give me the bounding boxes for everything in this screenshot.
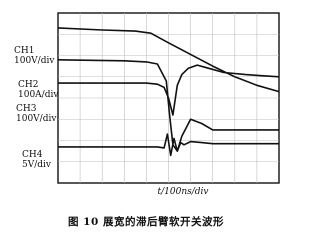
- ch3-label: CH3 100V/div: [16, 104, 56, 124]
- ch3-scale: 100V/div: [16, 114, 57, 124]
- oscilloscope-plot: [57, 12, 280, 184]
- ch1-label: CH1 100V/div: [14, 46, 54, 66]
- trace-ch3: [58, 64, 280, 116]
- ch4-scale: 5V/div: [22, 160, 51, 170]
- traces: [57, 27, 280, 157]
- trace-ch2: [57, 59, 279, 152]
- trace-ch4: [58, 133, 279, 157]
- x-axis-label: t/100ns/div: [157, 187, 209, 197]
- ch4-label: CH4 5V/div: [22, 150, 51, 170]
- ch2-name: CH2: [18, 80, 39, 90]
- ch3-name: CH3: [16, 104, 37, 114]
- ch2-scale: 100A/div: [18, 90, 59, 100]
- ch2-label: CH2 100A/div: [18, 80, 58, 100]
- ch1-name: CH1: [14, 46, 35, 56]
- ch4-name: CH4: [22, 150, 43, 160]
- trace-ch1: [57, 27, 280, 93]
- figure: CH1 100V/div CH2 100A/div CH3 100V/div C…: [14, 12, 280, 228]
- ch1-scale: 100V/div: [14, 56, 55, 66]
- figure-caption: 图 10 展宽的滞后臂软开关波形: [68, 216, 224, 228]
